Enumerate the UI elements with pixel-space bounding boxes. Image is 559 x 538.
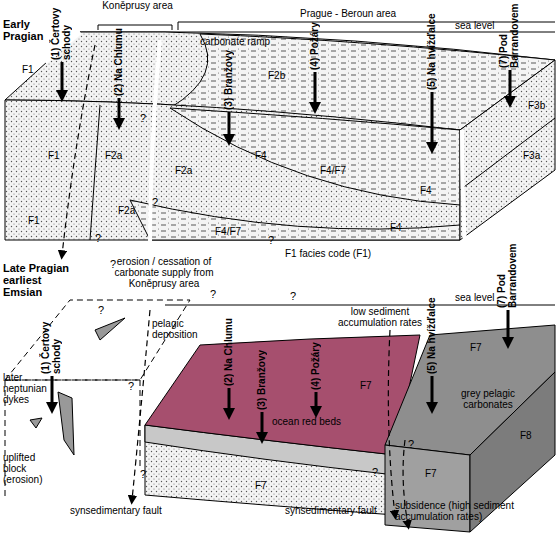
annotation-label: later neptunian dykes xyxy=(3,372,53,405)
annotation-label: F3b xyxy=(528,100,545,111)
annotation-label: F4 xyxy=(390,222,402,233)
locality-arrow xyxy=(431,376,434,408)
annotation-label: F4/F7 xyxy=(215,226,241,237)
neptunian-dyke xyxy=(58,392,74,455)
locality-label: (7) Pod Barrandovem xyxy=(496,240,518,308)
right-face xyxy=(460,60,555,240)
f4-f7-wedge xyxy=(130,200,460,240)
locality-arrow xyxy=(228,112,231,140)
locality-label: (3) Branžovy xyxy=(256,350,267,410)
annotation-label: F7 xyxy=(255,480,267,491)
annotation-label: Late Pragian earliest Emsian xyxy=(3,262,81,298)
locality-arrows xyxy=(52,62,510,438)
annotation-label: F2b xyxy=(268,70,285,81)
annotation-label: ? xyxy=(95,232,101,244)
annotation-label: subsidence (high sediment accumulation r… xyxy=(395,500,555,522)
annotation-label: sea level xyxy=(455,292,494,303)
locality-label: (5) Na hvížďalce xyxy=(426,290,437,374)
annotation-label: uplifted block (erosion) xyxy=(3,452,61,485)
fault-line xyxy=(388,330,395,515)
fault-line xyxy=(62,45,95,255)
locality-arrow xyxy=(431,92,434,148)
annotation-label: ? xyxy=(98,304,104,316)
locality-arrow xyxy=(509,70,512,102)
neptunian-dyke xyxy=(95,318,125,340)
annotation-label: grey pelagic carbonates xyxy=(440,388,536,410)
annotation-label: ? xyxy=(140,112,146,124)
annotation-label: F2a xyxy=(175,165,192,176)
facies-boundary xyxy=(90,105,100,240)
locality-arrow xyxy=(261,412,264,438)
annotation-label: F3a xyxy=(523,150,540,161)
front-face xyxy=(5,100,460,240)
annotation-label: F1 xyxy=(22,64,34,75)
annotation-label: F1 facies code (F1) xyxy=(285,248,371,259)
annotation-label: sea level xyxy=(455,20,494,31)
annotation-label: F8 xyxy=(520,430,532,441)
locality-arrow xyxy=(507,310,510,343)
annotation-label: F4 xyxy=(255,150,267,161)
annotation-label: ? xyxy=(152,196,158,208)
annotation-label: carbonate ramp xyxy=(200,36,270,47)
annotation-label: Koněprusy area xyxy=(100,0,175,11)
annotation-label: F4 xyxy=(420,185,432,196)
annotation-label: F7 xyxy=(425,468,437,479)
annotation-label: F7 xyxy=(360,380,372,391)
annotation-label: ? xyxy=(290,290,296,302)
locality-label: (3) Branžovy xyxy=(223,48,234,110)
locality-label: (7) Pod Barrandovem xyxy=(498,0,520,68)
annotation-label: F1 xyxy=(48,150,60,161)
f4-wedge xyxy=(170,108,460,205)
late-pragian-block xyxy=(5,300,555,532)
annotation-label: F2a xyxy=(105,150,122,161)
annotation-label: ? xyxy=(408,438,414,450)
annotation-label: ? xyxy=(268,234,274,246)
annotation-label: ocean red beds xyxy=(272,416,341,427)
annotation-label: ? xyxy=(128,380,134,392)
fault-line xyxy=(132,310,150,500)
annotation-label: F2a xyxy=(118,205,135,216)
annotation-label: pelagic deposition xyxy=(152,318,214,340)
annotation-label: synsedimentary fault xyxy=(70,505,180,516)
annotation-label: F4/F7 xyxy=(320,165,346,176)
locality-arrow xyxy=(314,72,317,108)
annotation-label: F1 xyxy=(28,215,40,226)
annotation-label: low sediment accumulation rates xyxy=(336,306,424,328)
locality-label: (4) Požáry xyxy=(310,340,321,390)
early-pragian-block xyxy=(5,32,555,255)
locality-label: (2) Na Chlumu xyxy=(223,318,234,386)
annotation-label: ? xyxy=(372,466,378,478)
ocean-red-beds xyxy=(145,335,420,455)
annotation-label: synsedimentary fault xyxy=(285,505,385,516)
locality-label: (1) Čertovy schody xyxy=(50,2,72,60)
annotation-label: erosion / cessation of carbonate supply … xyxy=(98,256,230,289)
facies-boundary xyxy=(460,118,555,190)
bracket-line xyxy=(98,25,172,30)
neptunian-dyke xyxy=(30,418,42,428)
locality-label: (5) Na hvížďalce xyxy=(426,6,437,90)
fault-gap xyxy=(150,40,160,245)
bracket-line xyxy=(178,22,555,30)
locality-arrow xyxy=(51,376,54,408)
annotation-label: ? xyxy=(140,468,146,480)
grey-surface xyxy=(385,325,555,455)
annotation-label: F7 xyxy=(470,342,482,353)
uplifted-block-outline xyxy=(5,300,190,380)
annotation-label: Early Pragian xyxy=(3,18,49,42)
locality-label: (2) Na Chlumu xyxy=(113,28,124,96)
fault-gap xyxy=(462,130,465,245)
locality-arrow xyxy=(228,388,231,414)
locality-arrow xyxy=(61,62,64,96)
annotation-label: ? xyxy=(210,288,216,300)
locality-label: (4) Požáry xyxy=(309,20,320,70)
locality-arrow xyxy=(315,392,318,412)
locality-label: (1) Čertovy schody xyxy=(40,318,62,374)
locality-arrow xyxy=(118,98,121,124)
annotation-label: Prague - Beroun area xyxy=(300,8,396,19)
